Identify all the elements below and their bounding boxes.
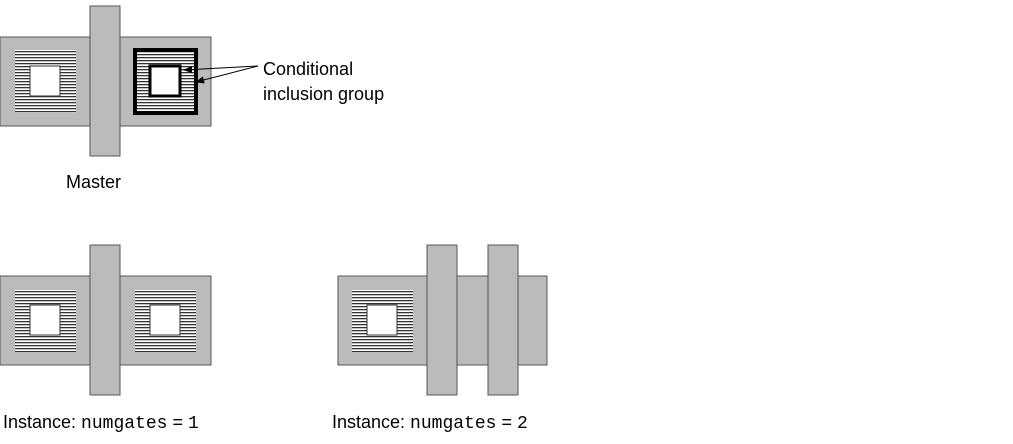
- annotation-line-2: inclusion group: [263, 84, 384, 104]
- instance-1-caption: Instance: numgates = 1: [3, 412, 199, 434]
- instance-2-value: 2: [517, 414, 528, 434]
- instance-1-equals: =: [167, 412, 188, 432]
- master-caption: Master: [66, 172, 121, 192]
- annotation-arrow-to-contact: [195, 65, 259, 84]
- annotation-line-1: Conditional: [263, 59, 353, 79]
- instance-1-gate: [89, 244, 121, 396]
- instance-1-param: numgates: [81, 414, 167, 434]
- instance-2-prefix: Instance:: [332, 412, 410, 432]
- instance-1-prefix: Instance:: [3, 412, 81, 432]
- master-contact-right-cut: [148, 64, 182, 98]
- annotation-arrow-to-group: [183, 65, 259, 74]
- instance-2-cell: [337, 244, 548, 396]
- instance-2-contact-left-cut: [366, 304, 398, 336]
- instance-1-contact-left-cut: [29, 304, 61, 336]
- instance-2-caption: Instance: numgates = 2: [332, 412, 528, 434]
- master-gate: [89, 5, 121, 157]
- instance-1-cell: [0, 244, 212, 396]
- master-contact-left-cut: [29, 65, 61, 97]
- instance-2-param: numgates: [410, 414, 496, 434]
- instance-1-value: 1: [188, 414, 199, 434]
- instance-2-gate-2: [487, 244, 519, 396]
- instance-1-contact-right-cut: [149, 304, 181, 336]
- master-cell: [0, 5, 212, 157]
- instance-2-equals: =: [496, 412, 517, 432]
- instance-2-gate-1: [426, 244, 458, 396]
